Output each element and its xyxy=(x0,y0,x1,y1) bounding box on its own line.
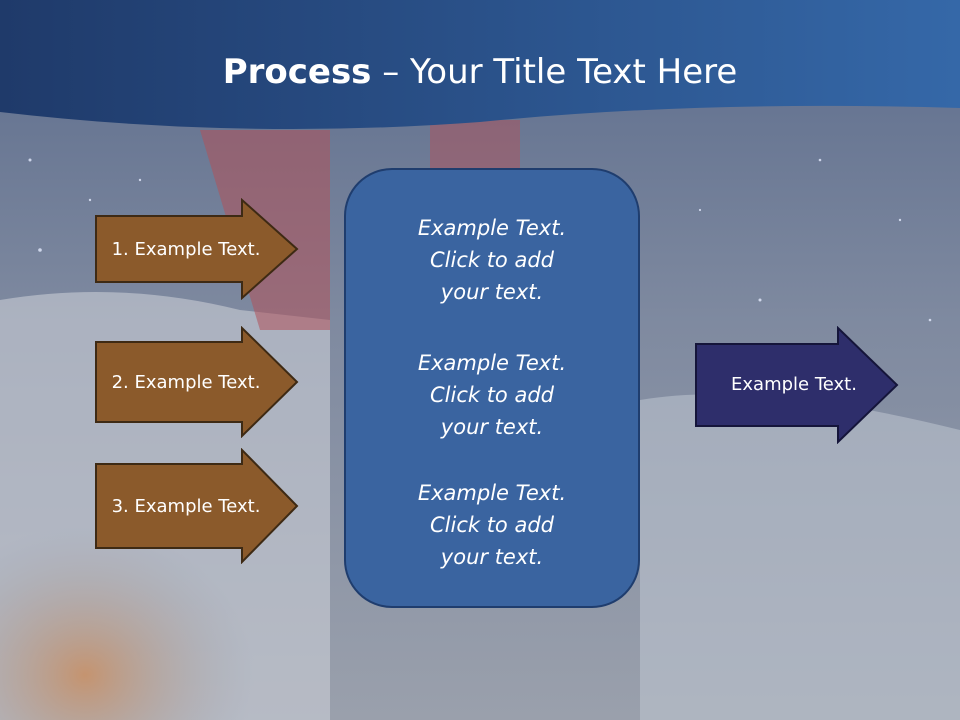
center-text-3-line2: Click to add xyxy=(429,513,554,537)
center-text-block-1[interactable]: Example Text. Click to add your text. xyxy=(344,212,640,308)
input-arrow-3-label: 3. Example Text. xyxy=(111,495,261,517)
center-process-box xyxy=(344,168,640,608)
output-arrow xyxy=(695,326,899,444)
center-text-block-3[interactable]: Example Text. Click to add your text. xyxy=(344,477,640,573)
center-text-block-2[interactable]: Example Text. Click to add your text. xyxy=(344,347,640,443)
input-arrow-3 xyxy=(95,448,299,564)
center-text-2-line2: Click to add xyxy=(429,383,554,407)
input-arrow-2 xyxy=(95,326,299,438)
center-text-1-line3: your text. xyxy=(440,280,544,304)
center-text-3-line1: Example Text. xyxy=(417,481,567,505)
input-arrow-2-label: 2. Example Text. xyxy=(111,371,261,393)
center-text-2-line1: Example Text. xyxy=(417,351,567,375)
output-arrow-label: Example Text. xyxy=(731,373,857,395)
title-rest: – Your Title Text Here xyxy=(371,52,738,92)
input-arrow-1 xyxy=(95,198,299,300)
center-text-3-line3: your text. xyxy=(440,545,544,569)
center-text-2-line3: your text. xyxy=(440,415,544,439)
input-arrow-1-label: 1. Example Text. xyxy=(111,238,261,260)
center-text-1-line1: Example Text. xyxy=(417,216,567,240)
title-bold: Process xyxy=(222,52,372,92)
slide-title: Process – Your Title Text Here xyxy=(0,52,960,92)
center-text-1-line2: Click to add xyxy=(429,248,554,272)
